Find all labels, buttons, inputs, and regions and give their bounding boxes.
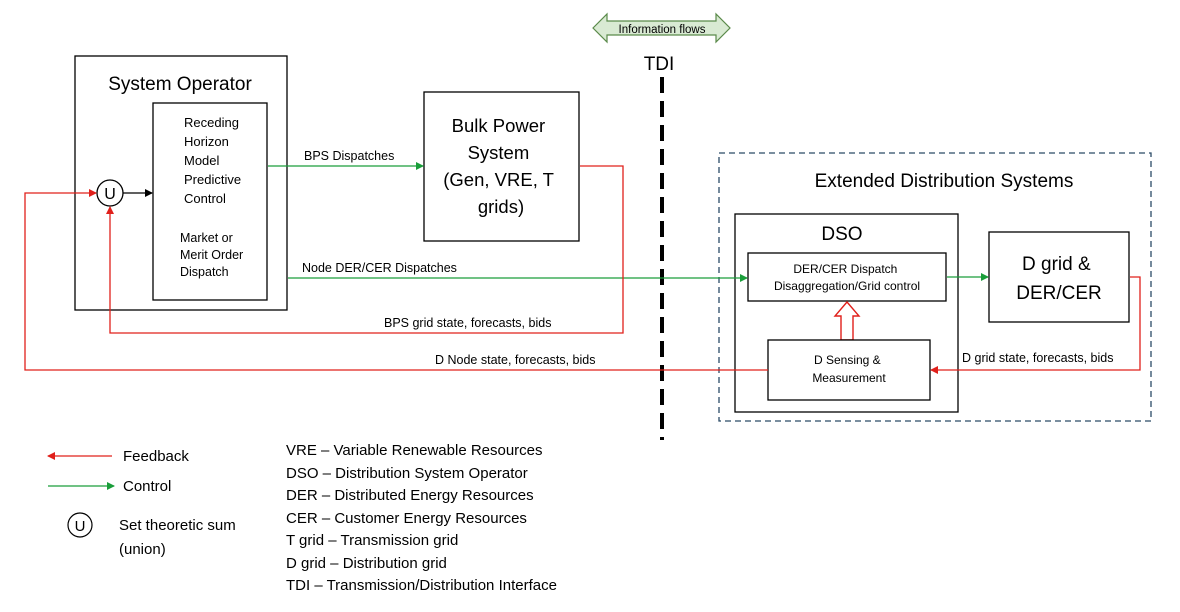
d-sensing-measurement-box <box>767 339 931 401</box>
dso-title: DSO <box>821 224 862 245</box>
d-grid-line: DER/CER <box>1016 283 1102 304</box>
information-flows-arrow <box>592 12 731 44</box>
mpc-line: Receding <box>184 115 239 130</box>
d-grid-der-cer-box <box>988 231 1130 323</box>
bps-line: (Gen, VRE, T <box>443 169 553 190</box>
dispatch-disaggregation-line: Disaggregation/Grid control <box>774 279 920 293</box>
mpc-line: Predictive <box>184 172 241 187</box>
abbreviation-item: VRE – Variable Renewable Resources <box>286 442 543 459</box>
abbreviations-list: VRE – Variable Renewable Resources DSO –… <box>286 442 557 594</box>
bps-line: System <box>468 142 530 163</box>
bps-dispatches-label: BPS Dispatches <box>304 149 394 163</box>
legend-union-symbol: U <box>75 518 86 535</box>
mpc-line: Horizon <box>184 134 229 149</box>
legend-union-line: Set theoretic sum <box>119 517 236 534</box>
dispatch-disaggregation-label: DER/CER Dispatch Disaggregation/Grid con… <box>774 262 920 293</box>
legend-union-line: (union) <box>119 541 166 558</box>
extended-distribution-systems-box <box>718 152 1152 422</box>
legend-control-label: Control <box>123 478 171 495</box>
d-node-state-feedback-arrow <box>24 189 768 371</box>
d-grid-line: D grid & <box>1022 254 1091 275</box>
bps-state-label: BPS grid state, forecasts, bids <box>384 316 551 330</box>
bps-state-feedback-arrow <box>106 165 624 334</box>
mpc-line: Model <box>184 153 220 168</box>
legend-union-icon <box>67 512 93 538</box>
bulk-power-system-box <box>423 91 580 242</box>
abbreviation-item: CER – Customer Energy Resources <box>286 510 527 527</box>
eds-title: Extended Distribution Systems <box>815 171 1074 192</box>
mpc-box <box>152 102 268 301</box>
node-dispatches-label: Node DER/CER Dispatches <box>302 261 457 275</box>
union-symbol: U <box>104 186 116 203</box>
dispatch-disaggregation-box <box>747 252 947 302</box>
abbreviation-item: D grid – Distribution grid <box>286 555 447 572</box>
d-grid-state-label: D grid state, forecasts, bids <box>962 351 1113 365</box>
market-dispatch-line: Market or <box>180 231 233 245</box>
market-dispatch-line: Merit Order <box>180 248 243 262</box>
system-operator-title: System Operator <box>108 74 252 95</box>
abbreviation-item: DSO – Distribution System Operator <box>286 465 528 482</box>
mpc-line: Control <box>184 191 226 206</box>
abbreviation-item: T grid – Transmission grid <box>286 532 458 549</box>
d-grid-label: D grid & DER/CER <box>1016 254 1102 304</box>
information-flows-label: Information flows <box>619 24 706 36</box>
market-dispatch-label: Market or Merit Order Dispatch <box>180 231 247 279</box>
market-dispatch-line: Dispatch <box>180 265 229 279</box>
legend-feedback-label: Feedback <box>123 448 189 465</box>
d-grid-state-feedback-arrow <box>930 276 1141 374</box>
dispatch-disaggregation-line: DER/CER Dispatch <box>793 262 897 276</box>
bps-label: Bulk Power System (Gen, VRE, T grids) <box>443 115 559 217</box>
d-sensing-label: D Sensing & Measurement <box>812 353 886 385</box>
tdi-label: TDI <box>644 54 675 75</box>
bps-line: Bulk Power <box>452 115 546 136</box>
mpc-label: Receding Horizon Model Predictive Contro… <box>184 115 245 206</box>
legend-union-label: Set theoretic sum (union) <box>119 517 240 558</box>
d-node-state-label: D Node state, forecasts, bids <box>435 353 596 367</box>
d-sensing-line: D Sensing & <box>814 353 881 367</box>
d-sensing-line: Measurement <box>812 371 886 385</box>
abbreviation-item: TDI – Transmission/Distribution Interfac… <box>286 577 557 594</box>
abbreviation-item: DER – Distributed Energy Resources <box>286 487 534 504</box>
bps-line: grids) <box>478 196 524 217</box>
